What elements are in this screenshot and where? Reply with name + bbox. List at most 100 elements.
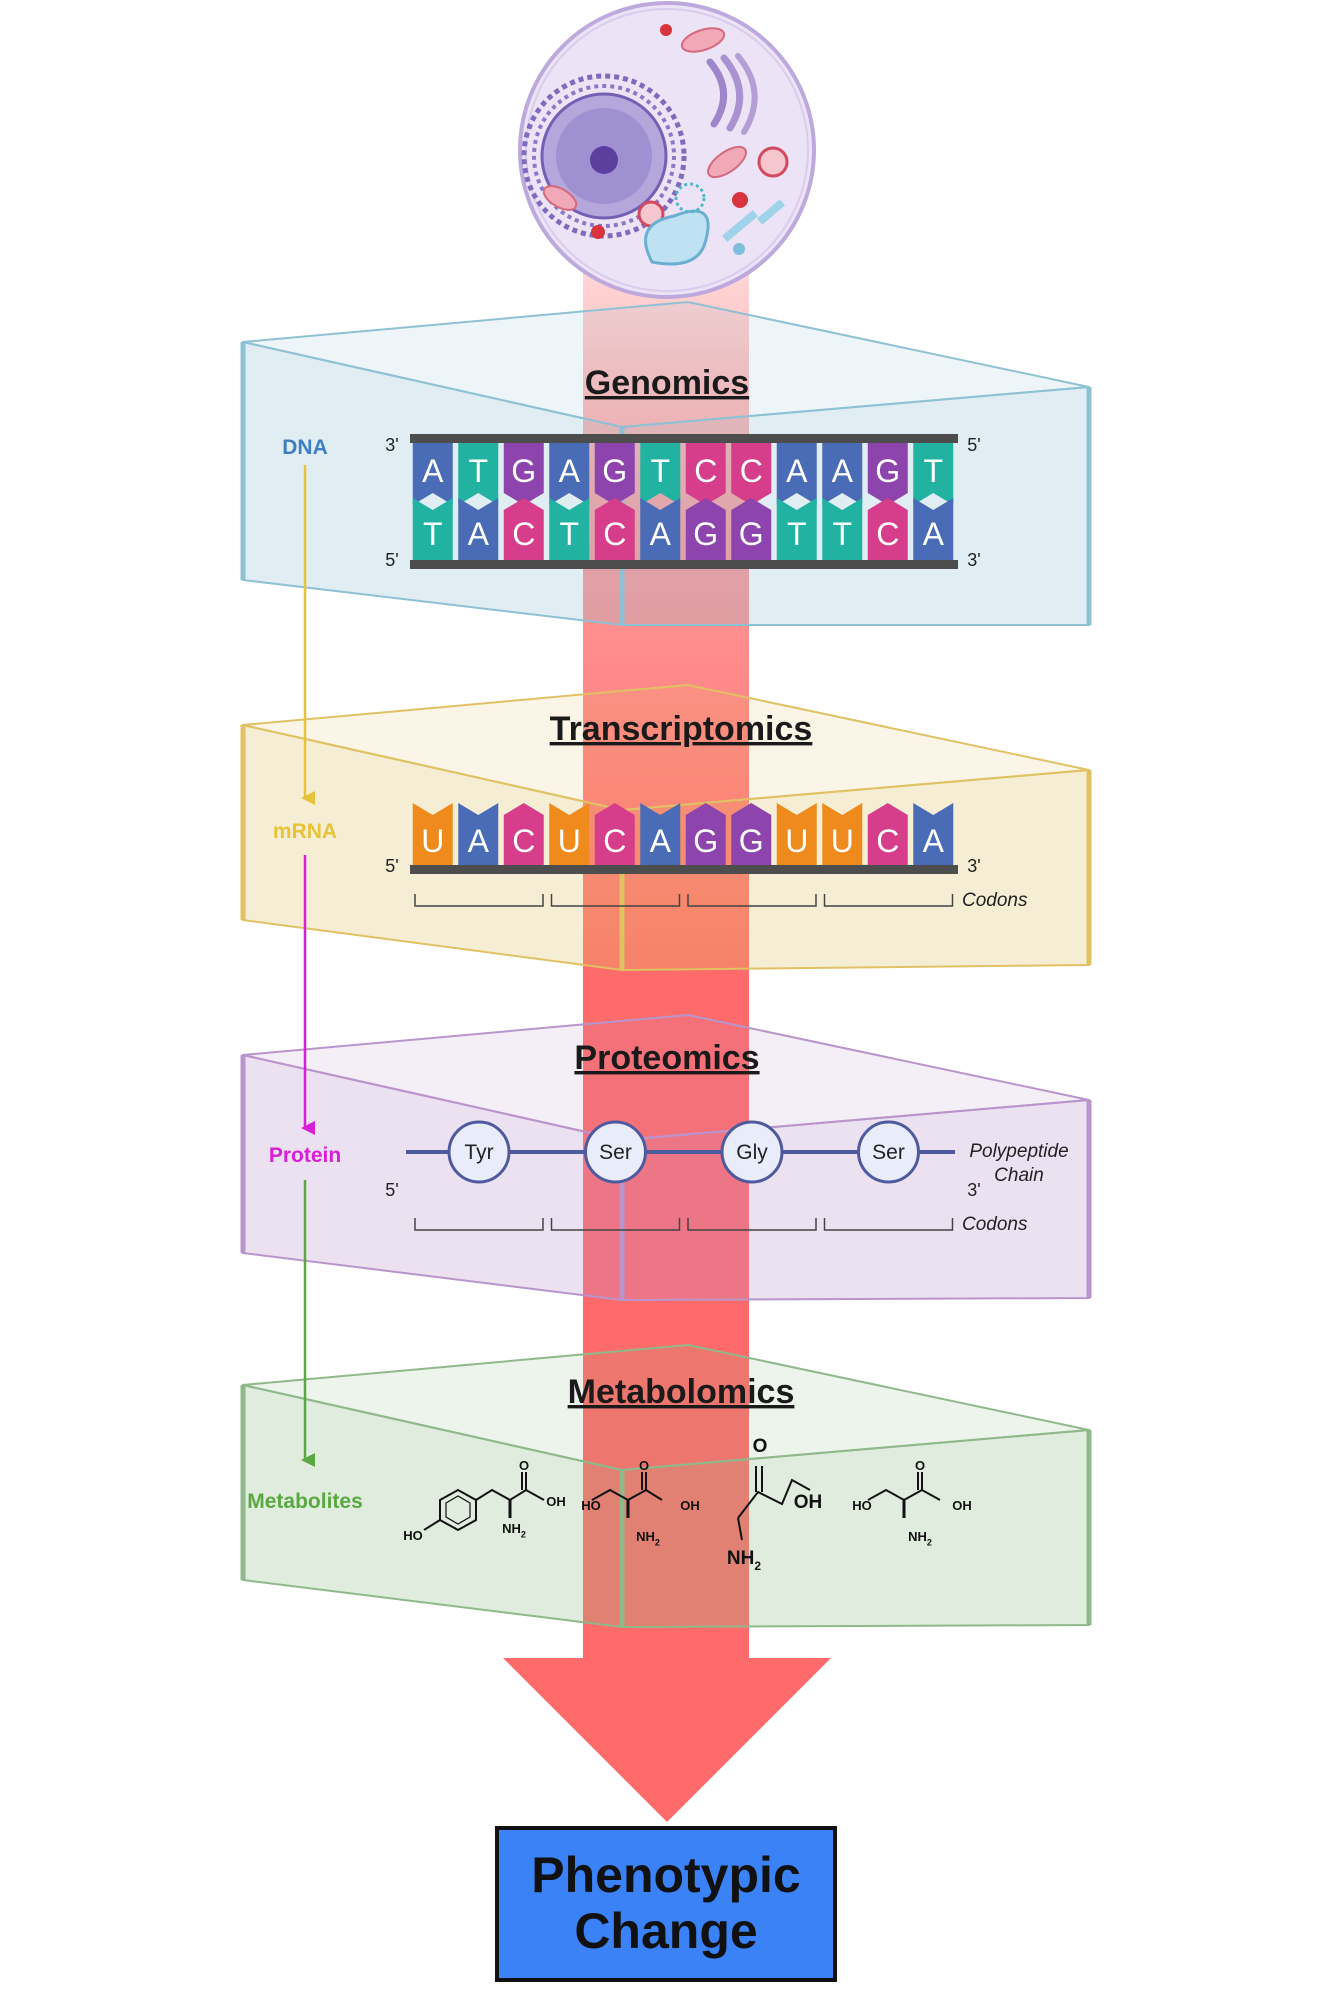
dna-bottom-base-letter: T xyxy=(832,516,852,552)
dna-bottom-base-letter: C xyxy=(603,516,626,552)
metabolomics-title: Metabolomics xyxy=(568,1373,795,1411)
dna-top-base-C xyxy=(731,443,772,505)
transcriptomics-title: Transcriptomics xyxy=(550,710,813,748)
dna-bottom-base-A xyxy=(640,498,681,560)
dna-top-base-letter: A xyxy=(786,453,808,489)
dna-top-base-T xyxy=(640,443,681,505)
chem-amine-label: NH2 xyxy=(502,1521,526,1540)
mrna-base-A xyxy=(913,803,954,865)
dna-bottom-base-T xyxy=(412,498,453,560)
mrna-base-A xyxy=(640,803,681,865)
cell-icon xyxy=(518,1,816,299)
dna-bottom-base-T xyxy=(822,498,863,560)
dna-top-base-letter: G xyxy=(875,453,900,489)
chem-atom-label: HO xyxy=(581,1498,601,1513)
dna-label: DNA xyxy=(282,436,328,459)
mrna-base-letter: C xyxy=(603,823,626,859)
mrna-base-U xyxy=(822,803,863,865)
protein-right-end: 3' xyxy=(967,1180,980,1200)
result-line-1: Phenotypic xyxy=(531,1847,800,1903)
flow-arrow-head xyxy=(503,1658,831,1822)
dna-bottom-base-letter: G xyxy=(693,516,718,552)
dna-top-base-letter: T xyxy=(923,453,943,489)
mrna-base-U xyxy=(776,803,817,865)
chem-atom-label: OH xyxy=(680,1498,700,1513)
dna-top-base-G xyxy=(867,443,908,505)
dna-top-right-end: 5' xyxy=(967,435,980,455)
chem-atom-label: OH xyxy=(546,1494,566,1509)
mrna-base-C xyxy=(594,803,635,865)
chem-amine-label: NH2 xyxy=(908,1529,932,1548)
amino-acid-Ser xyxy=(584,1120,647,1184)
metabolites-label: Metabolites xyxy=(247,1490,363,1513)
mrna-base-letter: C xyxy=(876,823,899,859)
chem-atom-label: OH xyxy=(952,1498,972,1513)
dna-bottom-base-A xyxy=(458,498,499,560)
protein-left-end: 5' xyxy=(385,1180,398,1200)
dna-top-base-letter: G xyxy=(602,453,627,489)
mrna-codon-bracket xyxy=(414,894,544,907)
amino-acid-label: Ser xyxy=(599,1141,632,1164)
mrna-base-letter: G xyxy=(693,823,718,859)
dna-top-base-G xyxy=(503,443,544,505)
protein-codons-label: Codons xyxy=(962,1214,1028,1235)
dna-bottom-base-G xyxy=(731,498,772,560)
dna-top-base-A xyxy=(412,443,453,505)
polypeptide-chain: Tyr Ser Gly Ser xyxy=(406,1120,955,1231)
amino-acid-label: Ser xyxy=(872,1141,905,1164)
chem-amine-label: NH2 xyxy=(727,1548,761,1573)
dna-bottom-left-end: 5' xyxy=(385,550,398,570)
dna-bottom-base-T xyxy=(549,498,590,560)
protein-codon-bracket xyxy=(550,1218,681,1231)
layer-panels xyxy=(240,300,1092,1629)
protein-codon-bracket xyxy=(687,1218,817,1231)
genomics-title: Genomics xyxy=(585,364,749,402)
amino-acid-Gly xyxy=(720,1120,784,1184)
chain-label: Chain xyxy=(994,1165,1044,1186)
dna-top-base-letter: A xyxy=(422,453,444,489)
dna-bottom-base-letter: C xyxy=(512,516,535,552)
dna-bottom-right-end: 3' xyxy=(967,550,980,570)
dna-bottom-base-letter: G xyxy=(739,516,764,552)
protein-codon-bracket xyxy=(823,1218,954,1231)
mrna-base-G xyxy=(731,803,772,865)
mrna-base-letter: A xyxy=(650,823,672,859)
dna-top-base-letter: T xyxy=(650,453,670,489)
dna-bottom-base-A xyxy=(913,498,954,560)
dna-bottom-base-C xyxy=(503,498,544,560)
dna-top-base-G xyxy=(594,443,635,505)
mrna-base-A xyxy=(458,803,499,865)
mrna-codon-bracket xyxy=(687,894,817,907)
dna-top-backbone xyxy=(410,434,958,443)
dna-bottom-base-C xyxy=(867,498,908,560)
dna-bottom-base-letter: T xyxy=(787,516,807,552)
mrna-base-letter: G xyxy=(739,823,764,859)
chem-amine-label: NH2 xyxy=(636,1529,660,1548)
dna-top-base-T xyxy=(458,443,499,505)
mrna-base-letter: A xyxy=(468,823,490,859)
dna-top-base-letter: C xyxy=(740,453,763,489)
mrna-base-letter: U xyxy=(831,823,854,859)
mrna-base-U xyxy=(549,803,590,865)
chem-atom-label: OH xyxy=(794,1492,823,1513)
chem-atom-label: HO xyxy=(852,1498,872,1513)
mrna-base-G xyxy=(685,803,726,865)
amino-acid-label: Tyr xyxy=(464,1141,493,1164)
mrna-left-end: 5' xyxy=(385,856,398,876)
result-line-2: Change xyxy=(574,1903,757,1959)
mrna-base-C xyxy=(503,803,544,865)
mrna-base-letter: A xyxy=(923,823,945,859)
chem-atom-label: O xyxy=(639,1458,649,1473)
chem-atom-label: O xyxy=(519,1458,529,1473)
dna-top-base-A xyxy=(776,443,817,505)
protein-codon-bracket xyxy=(414,1218,544,1231)
dna-top-base-A xyxy=(822,443,863,505)
mrna-right-end: 3' xyxy=(967,856,980,876)
amino-acid-label: Gly xyxy=(736,1141,768,1164)
dna-bottom-base-T xyxy=(776,498,817,560)
mrna-base-letter: U xyxy=(421,823,444,859)
